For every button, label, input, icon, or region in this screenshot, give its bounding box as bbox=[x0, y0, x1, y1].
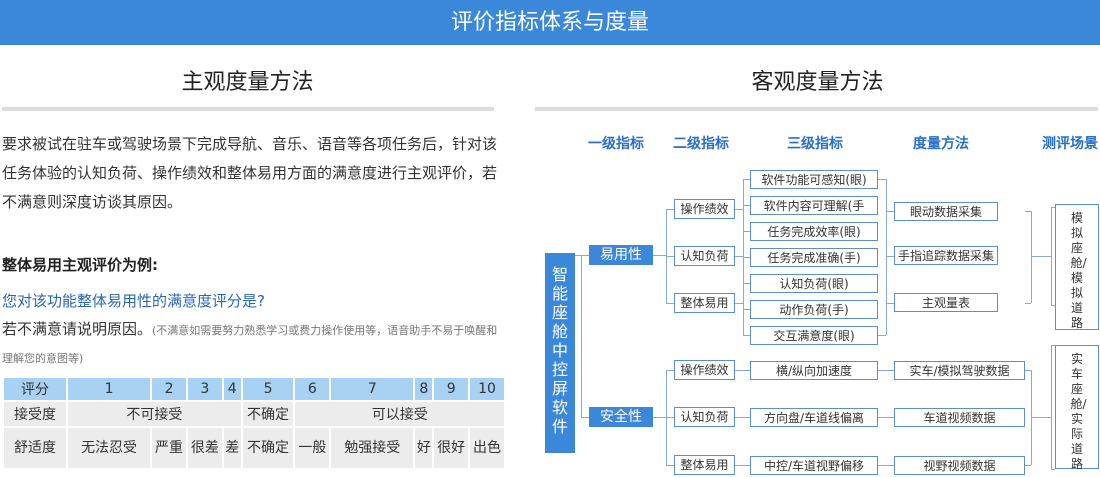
table-cell: 舒适度 bbox=[4, 428, 66, 468]
level2-safety-overall-usability: 整体易用 bbox=[674, 455, 735, 475]
subjective-divider bbox=[2, 107, 494, 111]
table-cell: 不可接受 bbox=[68, 402, 241, 426]
reason-note: (不满意如需要努力熟悉学习或费力操作使用等，语音助手不易于唤醒和理解您的意图等) bbox=[2, 324, 498, 365]
table-cell: 一般 bbox=[295, 428, 330, 468]
scene-label: 模拟座舱/模拟道路 bbox=[1070, 211, 1087, 330]
objective-section-title: 客观度量方法 bbox=[751, 70, 884, 95]
example-heading: 整体易用主观评价为例: bbox=[2, 256, 158, 274]
level3-item: 横/纵向加速度 bbox=[750, 361, 878, 380]
method-item: 手指追踪数据采集 bbox=[894, 246, 998, 265]
method-item: 视野视频数据 bbox=[894, 456, 1025, 475]
level3-item: 软件功能可感知(眼) bbox=[750, 170, 878, 189]
survey-question: 您对该功能整体易用性的满意度评分是? bbox=[2, 292, 265, 310]
table-cell: 无法忍受 bbox=[68, 428, 151, 468]
table-cell: 3 bbox=[187, 378, 222, 400]
table-cell: 不确定 bbox=[242, 402, 294, 426]
table-row: 舒适度 无法忍受 严重 很差 差 不确定 一般 勉强接受 好 很好 出色 bbox=[4, 428, 504, 468]
rating-scale-table: 评分 1 2 3 4 5 6 7 8 9 10 接受度 不可接受 不确定 可以接… bbox=[2, 376, 506, 470]
scene-label: 实车座舱/实际道路 bbox=[1070, 352, 1087, 471]
level3-item: 任务完成准确(手) bbox=[750, 248, 878, 267]
column-header-level1: 一级指标 bbox=[588, 136, 644, 152]
level3-item: 动作负荷(手) bbox=[750, 300, 878, 319]
table-cell: 差 bbox=[223, 428, 241, 468]
table-cell: 可以接受 bbox=[295, 402, 504, 426]
level3-item: 软件内容可理解(手 bbox=[750, 196, 878, 215]
table-cell: 好 bbox=[415, 428, 433, 468]
scene-real: 实车座舱/实际道路 bbox=[1055, 345, 1099, 471]
level1-ease-of-use: 易用性 bbox=[589, 245, 653, 265]
table-cell: 8 bbox=[415, 378, 433, 400]
reason-main: 若不满意请说明原因。 bbox=[2, 320, 153, 338]
root-label: 智能座舱中控屏软件 bbox=[552, 265, 569, 436]
subjective-section-title: 主观度量方法 bbox=[181, 70, 314, 95]
scene-simulated: 模拟座舱/模拟道路 bbox=[1055, 204, 1099, 330]
survey-reason: 若不满意请说明原因。(不满意如需要努力熟悉学习或费力操作使用等，语音助手不易于唤… bbox=[2, 316, 507, 372]
table-cell: 勉强接受 bbox=[331, 428, 414, 468]
column-header-level3: 三级指标 bbox=[787, 136, 843, 152]
method-item: 主观量表 bbox=[894, 293, 998, 312]
column-header-level2: 二级指标 bbox=[673, 136, 729, 152]
root-node: 智能座舱中控屏软件 bbox=[545, 253, 575, 453]
table-cell: 不确定 bbox=[242, 428, 294, 468]
table-cell: 1 bbox=[68, 378, 151, 400]
level2-safety-cognitive-load: 认知负荷 bbox=[674, 407, 735, 427]
table-cell: 2 bbox=[152, 378, 186, 400]
table-cell: 7 bbox=[331, 378, 414, 400]
level3-item: 任务完成效率(眼) bbox=[750, 222, 878, 241]
table-cell: 很好 bbox=[434, 428, 469, 468]
subjective-description: 要求被试在驻车或驾驶场景下完成导航、音乐、语音等各项任务后，针对该任务体验的认知… bbox=[2, 135, 498, 211]
level3-item: 认知负荷(眼) bbox=[750, 274, 878, 293]
level3-item: 交互满意度(眼) bbox=[750, 326, 878, 345]
column-header-method: 度量方法 bbox=[913, 136, 969, 152]
level2-safety-operation-performance: 操作绩效 bbox=[674, 360, 735, 380]
table-cell: 出色 bbox=[470, 428, 504, 468]
table-row: 接受度 不可接受 不确定 可以接受 bbox=[4, 402, 504, 426]
level2-ease-overall-usability: 整体易用 bbox=[674, 293, 735, 313]
table-row: 评分 1 2 3 4 5 6 7 8 9 10 bbox=[4, 378, 504, 400]
table-cell: 9 bbox=[434, 378, 469, 400]
level2-ease-cognitive-load: 认知负荷 bbox=[674, 246, 735, 266]
table-cell: 10 bbox=[470, 378, 504, 400]
page-banner-title: 评价指标体系与度量 bbox=[0, 0, 1100, 45]
objective-divider bbox=[535, 107, 1098, 111]
level2-ease-operation-performance: 操作绩效 bbox=[674, 199, 735, 219]
table-cell: 接受度 bbox=[4, 402, 66, 426]
level3-item: 方向盘/车道线偏离 bbox=[750, 408, 878, 427]
column-header-scene: 测评场景 bbox=[1042, 136, 1098, 152]
table-cell: 严重 bbox=[152, 428, 186, 468]
level1-safety: 安全性 bbox=[589, 407, 653, 427]
table-cell: 评分 bbox=[4, 378, 66, 400]
method-item: 实车/模拟驾驶数据 bbox=[894, 361, 1025, 380]
table-cell: 6 bbox=[295, 378, 330, 400]
table-cell: 5 bbox=[242, 378, 294, 400]
table-cell: 很差 bbox=[187, 428, 222, 468]
method-item: 眼动数据采集 bbox=[894, 202, 998, 221]
method-item: 车道视频数据 bbox=[894, 408, 1025, 427]
level3-item: 中控/车道视野偏移 bbox=[750, 456, 878, 475]
table-cell: 4 bbox=[223, 378, 241, 400]
